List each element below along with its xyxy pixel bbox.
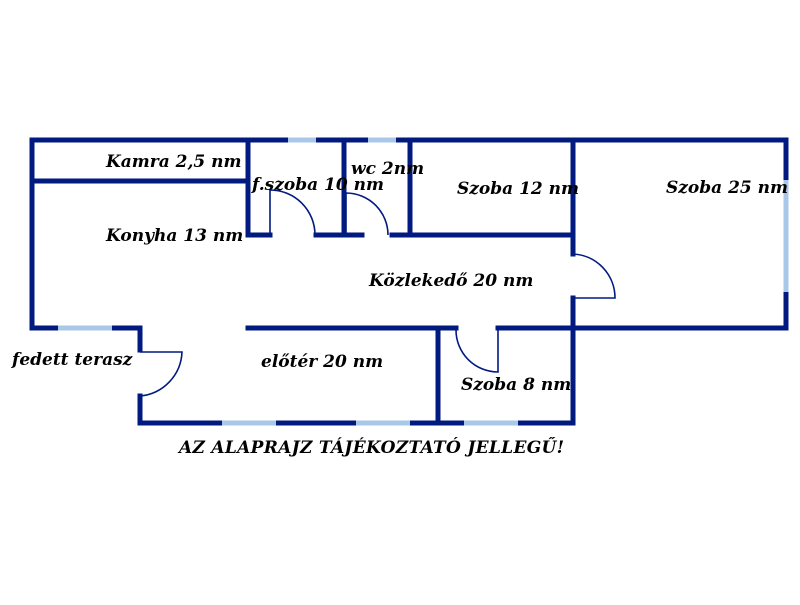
room-label-fszoba: f.szoba 10 nm	[252, 175, 384, 195]
room-label-szoba8: Szoba 8 nm	[461, 375, 572, 395]
disclaimer-text: AZ ALAPRAJZ TÁJÉKOZTATÓ JELLEGŰ!	[179, 438, 565, 458]
interior-walls	[29, 137, 576, 426]
door-terasz	[139, 351, 183, 397]
room-label-wc: wc 2nm	[351, 159, 425, 179]
room-label-kamra: Kamra 2,5 nm	[106, 152, 242, 172]
room-label-szoba25: Szoba 25 nm	[666, 178, 789, 198]
room-label-eloter: előtér 20 nm	[261, 352, 384, 372]
door-wc	[345, 192, 389, 236]
room-label-kozlekedo: Közlekedő 20 nm	[369, 271, 534, 291]
room-label-szoba12: Szoba 12 nm	[457, 179, 580, 199]
doors	[139, 189, 616, 397]
door-szoba25	[572, 253, 616, 299]
room-label-konyha: Konyha 13 nm	[106, 226, 244, 246]
door-szoba8	[455, 328, 499, 373]
label-fedett-terasz: fedett terasz	[12, 350, 133, 370]
door-fszoba	[269, 189, 316, 236]
windows	[58, 137, 789, 426]
